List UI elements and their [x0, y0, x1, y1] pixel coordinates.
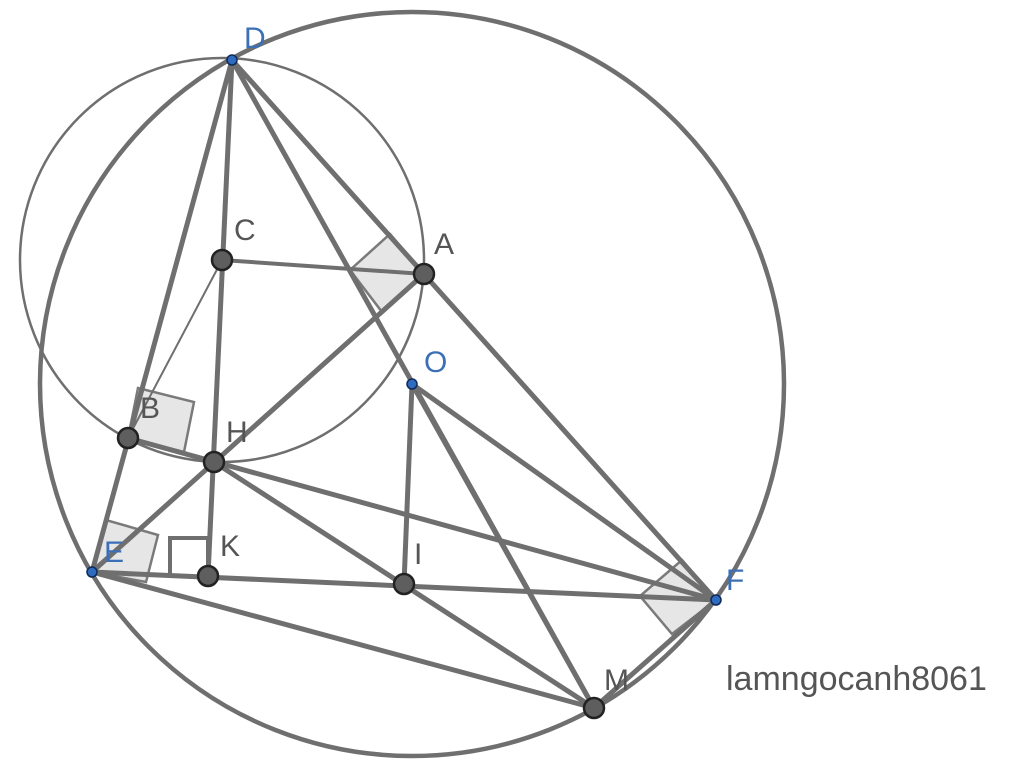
label-M: M	[604, 664, 629, 697]
point-E	[86, 566, 98, 578]
point-M	[582, 696, 606, 720]
segment-CA	[220, 258, 426, 276]
segment-DE	[89, 57, 235, 575]
circumcircle-DEF	[37, 9, 787, 759]
label-O: O	[424, 346, 447, 379]
point-F	[710, 594, 722, 606]
point-K	[196, 564, 220, 588]
label-I: I	[414, 538, 422, 571]
segment-DF	[229, 57, 719, 603]
segment-EM	[89, 569, 597, 711]
point-C	[210, 248, 234, 272]
segment-BF	[125, 435, 719, 603]
point-B	[116, 426, 140, 450]
point-I	[392, 572, 416, 596]
label-A: A	[434, 228, 454, 261]
segment-OM	[409, 381, 597, 711]
label-H: H	[226, 416, 248, 449]
label-F: F	[726, 564, 744, 597]
segment-DK	[205, 57, 235, 579]
point-A	[412, 262, 436, 286]
segment-EA	[89, 271, 427, 575]
segment-OI	[401, 381, 415, 587]
point-D	[226, 54, 238, 66]
label-K: K	[220, 530, 240, 563]
segment-CB	[127, 259, 223, 439]
segment-FM	[591, 597, 719, 711]
label-E: E	[104, 536, 124, 569]
point-H	[202, 450, 226, 474]
label-D: D	[244, 22, 266, 55]
segment-OF	[409, 381, 719, 603]
label-C: C	[234, 214, 256, 247]
point-O	[406, 378, 418, 390]
label-B: B	[140, 392, 160, 425]
watermark-text: lamngocanh8061	[726, 660, 987, 698]
